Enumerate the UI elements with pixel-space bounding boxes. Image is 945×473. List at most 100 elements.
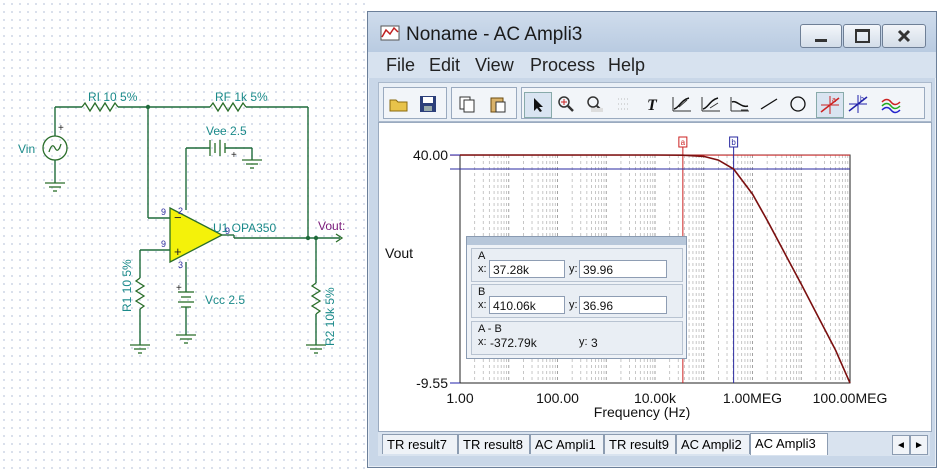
tab-scroll-left-button[interactable]: ◄: [892, 435, 910, 455]
cursor-a-x-label: x:: [478, 263, 487, 275]
circle-icon: [790, 96, 806, 112]
curve-c-button[interactable]: [727, 92, 753, 116]
toolbar-group-file: [383, 87, 447, 119]
zoom-100-button[interactable]: [582, 92, 608, 116]
waves-button[interactable]: [878, 92, 904, 116]
r1-resistor: [134, 277, 146, 310]
opamp-u1-symbol: [169, 206, 224, 264]
ri-label: RI 10 5%: [88, 90, 138, 104]
menu-help[interactable]: Help: [608, 55, 646, 75]
series-layer: [460, 154, 851, 384]
cursor-b-button[interactable]: b: [845, 92, 871, 116]
cursor-a-label: A: [478, 250, 486, 262]
copy-icon: [459, 96, 475, 113]
vcc-plus-glyph: +: [176, 283, 182, 294]
svg-text:T: T: [647, 97, 658, 112]
grid-icon: [618, 98, 630, 110]
curve-a-icon: [672, 97, 691, 112]
menu-edit[interactable]: Edit: [429, 55, 461, 75]
cursor-readout-panel[interactable]: A x: 37.28k y: 39.96 B x: 410.06k y: 36.…: [466, 236, 687, 359]
svg-text:b: b: [860, 96, 864, 103]
text-button[interactable]: T: [640, 92, 666, 116]
tab-ac-ampli1[interactable]: AC Ampli1: [530, 434, 604, 454]
cursor-b-handle: [729, 136, 739, 148]
title-bar[interactable]: Noname - AC Ampli3: [368, 12, 936, 52]
copy-button[interactable]: [454, 92, 480, 116]
r2-resistor: [310, 282, 322, 315]
curve-c-icon: [730, 97, 749, 112]
vee-label: Vee 2.5: [206, 124, 247, 138]
vin-wave-glyph: [48, 143, 62, 153]
cursor-b-x-field[interactable]: 410.06k: [489, 296, 565, 314]
ground-symbol-vcc: [176, 334, 196, 344]
cursor-b-y-field[interactable]: 36.96: [579, 296, 667, 314]
cursor-diff-x-label: x:: [478, 336, 487, 348]
maximize-button[interactable]: [843, 24, 881, 48]
tab-tr-result8[interactable]: TR result8: [458, 434, 530, 454]
cursor-b-x-label: x:: [478, 299, 487, 311]
cursor-b-label: B: [478, 286, 486, 298]
grid-button[interactable]: [611, 92, 637, 116]
opamp-plus-glyph: +: [174, 244, 182, 259]
result-tab-bar: TR result7 TR result8 AC Ampli1 TR resul…: [378, 432, 930, 456]
minimize-button[interactable]: [800, 24, 842, 48]
cursor-b-group: B x: 410.06k y: 36.96: [471, 284, 683, 318]
cursor-b-tag: b: [731, 138, 736, 147]
x-tick-label: 100.00: [536, 390, 579, 406]
x-tick-label: 100.00MEG: [813, 390, 888, 406]
ground-symbol-vee: [242, 159, 262, 169]
rf-resistor: [209, 101, 247, 113]
pin-bot-num: 3: [178, 260, 183, 270]
paste-button[interactable]: [485, 92, 511, 116]
curve-b-icon: [701, 97, 720, 112]
cursor-a-icon: a: [820, 96, 840, 114]
opamp-minus-glyph: −: [174, 210, 182, 225]
zoom-in-button[interactable]: [553, 92, 579, 116]
close-button[interactable]: [882, 24, 926, 48]
vout-probe-symbol: [335, 233, 344, 243]
tab-tr-result7[interactable]: TR result7: [382, 434, 458, 454]
cursor-diff-y-value: 3: [591, 336, 598, 350]
y-axis-label: Vout: [385, 245, 413, 261]
cursor-a-y-field[interactable]: 39.96: [579, 260, 667, 278]
text-icon: T: [647, 97, 658, 112]
pointer-button[interactable]: [524, 92, 552, 118]
cursor-b-y-label: y:: [569, 299, 578, 311]
ground-symbol-r2: [306, 344, 326, 354]
tab-tr-result9[interactable]: TR result9: [604, 434, 676, 454]
circle-button[interactable]: [785, 92, 811, 116]
cursor-a-x-field[interactable]: 37.28k: [489, 260, 565, 278]
cursor-a-button[interactable]: a: [816, 92, 844, 118]
menu-view[interactable]: View: [475, 55, 514, 75]
line-icon: [760, 98, 778, 110]
cursor-panel-header[interactable]: [467, 237, 686, 245]
menu-file[interactable]: File: [386, 55, 416, 75]
window-title: Noname - AC Ampli3: [406, 24, 583, 45]
waves-icon: [881, 98, 901, 114]
cursor-a-tag: a: [681, 138, 686, 147]
r2-label: R2 10k 5%: [323, 287, 337, 346]
x-tick-label: 1.00: [446, 390, 473, 406]
curve-b-button[interactable]: [698, 92, 724, 116]
tab-ac-ampli3[interactable]: AC Ampli3: [750, 433, 828, 455]
x-tick-label: 1.00MEG: [723, 390, 782, 406]
vout-label: Vout:: [318, 219, 345, 233]
tab-ac-ampli2[interactable]: AC Ampli2: [676, 434, 750, 454]
close-icon: [897, 29, 911, 43]
schematic-canvas[interactable]: + Vin RI 10 5% RF 1k 5% 9 − + U1 OPA350 …: [0, 0, 365, 473]
menu-process[interactable]: Process: [530, 55, 596, 75]
ground-symbol-vin: [45, 182, 65, 192]
save-button[interactable]: [415, 92, 441, 116]
pointer-icon: [534, 98, 543, 112]
x-axis-label: Frequency (Hz): [594, 404, 690, 420]
zoom-100-icon: [587, 96, 603, 112]
curve-a-button[interactable]: [669, 92, 695, 116]
toolbar-group-tools: T a b: [521, 87, 925, 119]
tab-scroll-right-button[interactable]: ►: [910, 435, 928, 455]
open-button[interactable]: [386, 92, 412, 116]
ri-resistor: [81, 101, 119, 113]
cursor-a-handle: [678, 136, 688, 148]
r1-label: R1 10 5%: [120, 259, 134, 312]
line-button[interactable]: [756, 92, 782, 116]
